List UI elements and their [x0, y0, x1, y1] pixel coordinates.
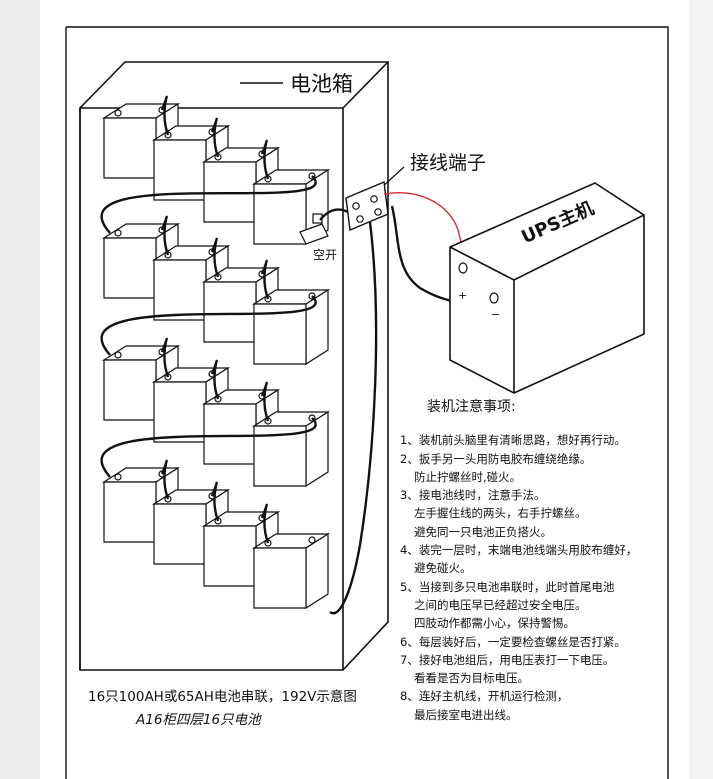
jumper-cable: [260, 139, 270, 180]
battery-cell: [251, 532, 331, 610]
svg-text:−: −: [491, 308, 500, 321]
note-line: 看看是否为目标电压。: [414, 671, 529, 686]
terminal-block-label: 接线端子: [410, 152, 487, 174]
breaker-to-terminal-cable: [319, 208, 349, 221]
battery-terminal: [114, 351, 122, 359]
jumper-cable: [210, 117, 220, 158]
jumper-cable: [100, 295, 317, 356]
note-line: 防止拧螺丝时,碰火。: [414, 469, 522, 484]
battery-cell: [251, 288, 331, 366]
jumper-cable: [160, 215, 170, 256]
ups-terminals: + −: [458, 262, 500, 321]
battery-terminal: [308, 172, 316, 180]
note-line: 2、扳手另一头用防电胶布缠绕绝缘。: [400, 451, 592, 466]
jumper-cable: [260, 381, 270, 422]
note-line: 四肢动作都需小心，保持警惕。: [414, 616, 575, 631]
caption-line-1: 16只100AH或65AH电池串联，192V示意图: [88, 689, 357, 705]
battery-terminal: [114, 473, 122, 481]
battery-terminal: [308, 292, 316, 300]
note-line: 左手握住线的两头，右手拧螺丝。: [414, 506, 587, 521]
battery-array: [101, 102, 331, 610]
battery-cell: [251, 410, 331, 488]
battery-terminal: [308, 414, 316, 422]
terminal-block: [345, 180, 389, 232]
jumper-cable: [100, 417, 317, 478]
notes-title: 装机注意事项:: [427, 399, 516, 415]
note-line: 最后接室电进出线。: [414, 707, 518, 722]
caption-line-2: A16柜四层16只电池: [136, 712, 261, 728]
breaker-label: 空开: [313, 248, 338, 262]
jumper-cable: [260, 503, 270, 544]
jumper-cable: [160, 337, 170, 378]
note-line: 7、接好电池组后，用电压表打一下电压。: [400, 652, 615, 667]
jumper-cable: [160, 95, 170, 136]
jumper-cables: [100, 95, 317, 544]
note-line: 6、每层装好后，一定要检查螺丝是否打紧。: [400, 634, 626, 649]
note-line: 之间的电压早已经超过安全电压。: [414, 597, 587, 612]
window-edge: [692, 0, 713, 779]
frame-border: [65, 26, 669, 779]
jumper-cable: [100, 175, 317, 234]
note-line: 1、装机前头脑里有清晰思路，想好再行动。: [400, 433, 626, 448]
svg-text:+: +: [458, 289, 467, 302]
jumper-cable: [210, 481, 220, 522]
note-line: 避免同一只电池正负搭火。: [414, 524, 552, 539]
installation-notes: 装机注意事项: 1、装机前头脑里有清晰思路，想好再行动。 2、扳手另一头用防电胶…: [400, 398, 690, 724]
jumper-cable: [210, 237, 220, 278]
note-line: 4、装完一层时，末端电池线端头用胶布缠好，: [400, 543, 638, 558]
note-line: 避免碰火。: [414, 561, 472, 576]
jumper-cable: [210, 359, 220, 400]
note-line: 3、接电池线时，注意手法。: [400, 488, 546, 503]
battery-box-label: 电池箱: [290, 72, 353, 96]
battery-cabinet: [79, 61, 389, 671]
negative-main-cable: [329, 221, 378, 615]
battery-terminal: [308, 536, 316, 544]
jumper-cable: [260, 259, 270, 300]
note-line: 5、当接到多只电池串联时，此时首尾电池: [400, 579, 615, 594]
battery-terminal: [114, 229, 122, 237]
breaker-switch: [299, 213, 329, 245]
jumper-cable: [160, 459, 170, 500]
battery-terminal: [114, 109, 122, 117]
ups-host-box: [449, 182, 645, 394]
note-line: 8、连好主机线，开机运行检测，: [400, 689, 569, 704]
